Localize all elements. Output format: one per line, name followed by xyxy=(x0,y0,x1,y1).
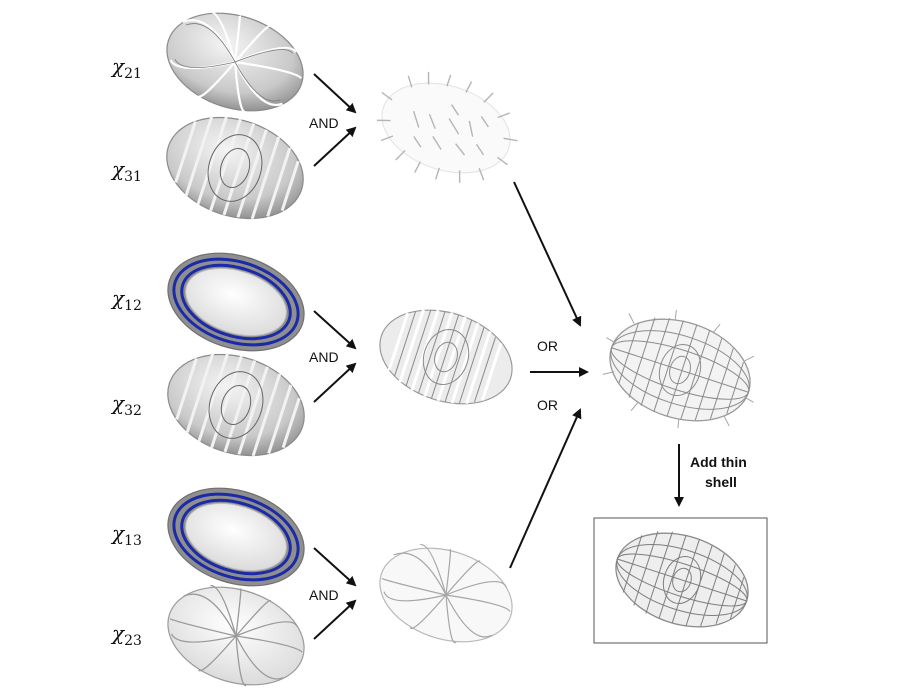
shape-chi-12 xyxy=(167,252,305,352)
and-label-1: AND xyxy=(309,115,339,131)
label-chi-21: χ21 xyxy=(110,54,142,82)
shape-intersection-3 xyxy=(379,544,513,644)
arrow-int3-or xyxy=(509,408,582,569)
label-chi-23: χ23 xyxy=(110,621,142,649)
shape-chi-13 xyxy=(167,487,305,587)
label-chi-12: χ12 xyxy=(110,286,142,314)
arrow-chi21-and xyxy=(313,73,357,114)
arrow-chi13-and xyxy=(313,547,357,587)
arrow-chi12-and xyxy=(313,310,357,350)
and-label-3: AND xyxy=(309,587,339,603)
and-label-2: AND xyxy=(309,349,339,365)
arrow-chi32-and xyxy=(313,362,357,403)
shape-union xyxy=(602,309,755,429)
step-label-line2: shell xyxy=(705,474,737,490)
label-chi-31: χ31 xyxy=(110,157,142,185)
shape-intersection-2 xyxy=(379,309,513,405)
or-label-bottom: OR xyxy=(537,397,558,413)
label-chi-32: χ32 xyxy=(110,391,142,419)
shape-final xyxy=(615,531,749,628)
arrow-chi31-and xyxy=(313,126,357,167)
step-label-line1: Add thin xyxy=(690,454,747,470)
shape-chi-23 xyxy=(167,584,305,687)
shape-chi-31 xyxy=(166,115,304,220)
shape-chi-21 xyxy=(166,10,304,113)
or-label-top: OR xyxy=(537,338,558,354)
shape-intersection-1 xyxy=(376,71,518,183)
arrow-int1-or xyxy=(513,181,582,327)
label-chi-13: χ13 xyxy=(110,521,142,549)
arrow-chi23-and xyxy=(313,599,357,640)
shape-chi-32 xyxy=(167,352,305,457)
